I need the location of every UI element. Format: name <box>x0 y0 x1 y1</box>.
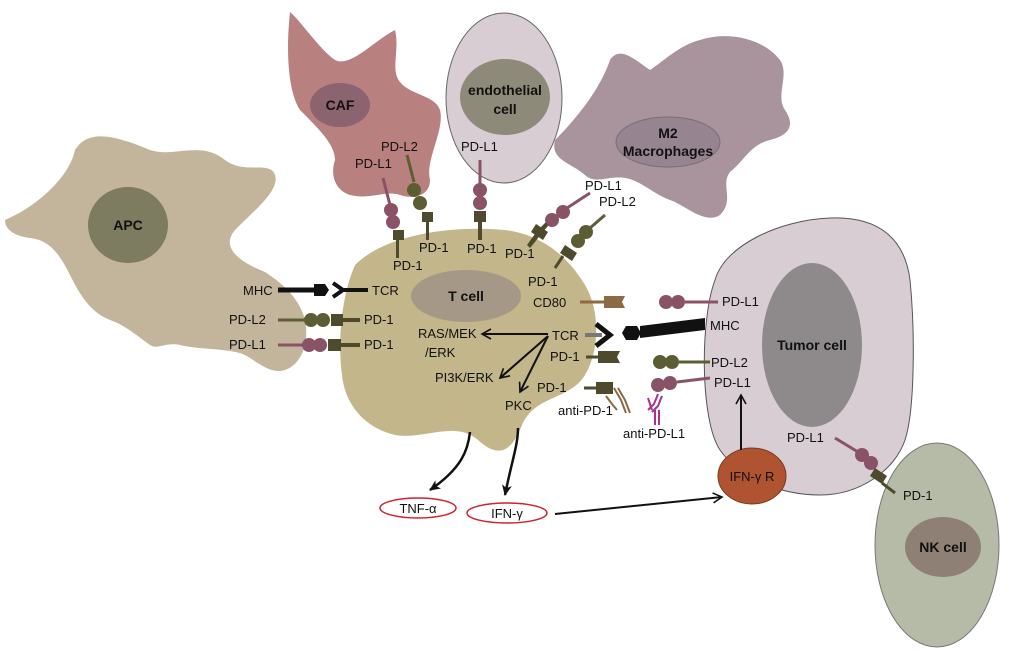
anti-pd1-label: anti-PD-1 <box>558 403 613 418</box>
apc-pdl1-pd1-complex <box>278 338 360 352</box>
t-pd1-label-a: PD-1 <box>550 349 580 364</box>
ras-mek-label-line2: /ERK <box>425 345 456 360</box>
tumor-nucleus <box>762 263 862 427</box>
endothelial-pdl1-ligand <box>473 160 487 210</box>
m2-pdl1-label: PD-L1 <box>585 178 622 193</box>
t-cell-title: T cell <box>448 288 484 304</box>
apc-title: APC <box>113 217 143 233</box>
caf-pdl1-label: PD-L1 <box>355 156 392 171</box>
tumor-pdl1-nk-label: PD-L1 <box>787 430 824 445</box>
t-cell-nucleus <box>411 270 521 322</box>
caf-pd1-receptor-b <box>422 212 433 240</box>
m2-pd1-receptor-b <box>553 245 577 269</box>
ifn-gamma-label: IFN-γ <box>491 506 523 521</box>
apc-mhc-label: MHC <box>243 283 273 298</box>
tumor-title: Tumor cell <box>777 337 847 353</box>
tumor-pdl1-ligand-mid <box>651 376 711 392</box>
apc-mhc-tcr-complex <box>278 281 368 299</box>
nk-pd1-label: PD-1 <box>903 488 933 503</box>
tumor-mhc-label: MHC <box>710 318 740 333</box>
tnf-alpha-label: TNF-α <box>399 501 437 516</box>
pkc-label: PKC <box>505 398 532 413</box>
m2-pdl2-label: PD-L2 <box>599 194 636 209</box>
tumor-mhc-tcr-complex <box>585 318 705 348</box>
ifn-gamma-oval <box>466 502 548 524</box>
m2-pd1-label-a: PD-1 <box>505 246 535 261</box>
ifn-gamma-receptor-label: IFN-γ R <box>730 469 775 484</box>
apc-pdl1-label: PD-L1 <box>229 337 266 352</box>
m2-title-line1: M2 <box>658 125 678 141</box>
t-tcr-label: TCR <box>552 328 579 343</box>
tumor-pdl1-label-top: PD-L1 <box>722 294 759 309</box>
caf-title: CAF <box>326 97 355 113</box>
anti-pdl1-label: anti-PD-L1 <box>623 426 685 441</box>
endothelial-title-line2: cell <box>493 101 516 117</box>
m2-pdl1-ligand <box>545 191 591 227</box>
apc-pdl2-label: PD-L2 <box>229 312 266 327</box>
apc-pdl2-pd1-complex <box>278 313 360 327</box>
t-pd1-receptor-b <box>584 382 613 394</box>
tumor-pdl2-ligand <box>653 355 710 369</box>
pi3k-label: PI3K/ERK <box>435 370 494 385</box>
apc-cell <box>5 136 307 372</box>
nk-title: NK cell <box>919 539 966 555</box>
endothelial-nucleus <box>460 59 550 135</box>
tnf-alpha-oval <box>379 497 457 519</box>
m2-title-line2: Macrophages <box>623 143 713 159</box>
caf-pdl2-ligand <box>405 154 427 210</box>
m2-pd1-label-b: PD-1 <box>528 274 558 289</box>
signaling-arrows <box>480 328 747 515</box>
endothelial-pd1-receptor <box>474 211 486 240</box>
ifn-gamma-receptor <box>717 447 787 505</box>
apc-tcr-label: TCR <box>372 283 399 298</box>
apc-nucleus <box>88 187 168 263</box>
pkc-output-arrows <box>429 427 520 496</box>
ras-mek-label-line1: RAS/MEK <box>418 326 477 341</box>
nk-nucleus <box>905 517 981 577</box>
apc-pd1-label-a: PD-1 <box>364 312 394 327</box>
m2-nucleus <box>615 116 721 168</box>
m2-pdl2-ligand <box>571 213 606 248</box>
caf-pd1-label-b: PD-1 <box>393 258 423 273</box>
endothelial-pdl1-label: PD-L1 <box>461 139 498 154</box>
nk-pdl1-pd1-complex <box>834 436 896 495</box>
endothelial-pd1-label: PD-1 <box>467 241 497 256</box>
tumor-pdl1-label-mid: PD-L1 <box>714 375 751 390</box>
anti-pdl1-antibody <box>647 393 663 425</box>
cd80-label: CD80 <box>533 295 566 310</box>
tumor-pdl1-ligand-top <box>659 295 718 309</box>
apc-pd1-label-b: PD-1 <box>364 337 394 352</box>
endothelial-title-line1: endothelial <box>468 82 542 98</box>
m2-pd1-receptor-a <box>527 222 548 248</box>
caf-nucleus <box>310 83 370 127</box>
caf-pdl2-label: PD-L2 <box>381 139 418 154</box>
t-pd1-receptor-a <box>586 351 620 363</box>
caf-pd1-receptor-a <box>393 230 404 258</box>
anti-pd1-antibody <box>605 387 631 414</box>
t-pd1-label-b: PD-1 <box>537 380 567 395</box>
cd80-receptor <box>580 296 625 308</box>
caf-pd1-label-a: PD-1 <box>419 240 449 255</box>
t-cell <box>340 228 597 451</box>
caf-pdl1-ligand <box>381 177 400 229</box>
tumor-pdl2-label: PD-L2 <box>711 355 748 370</box>
